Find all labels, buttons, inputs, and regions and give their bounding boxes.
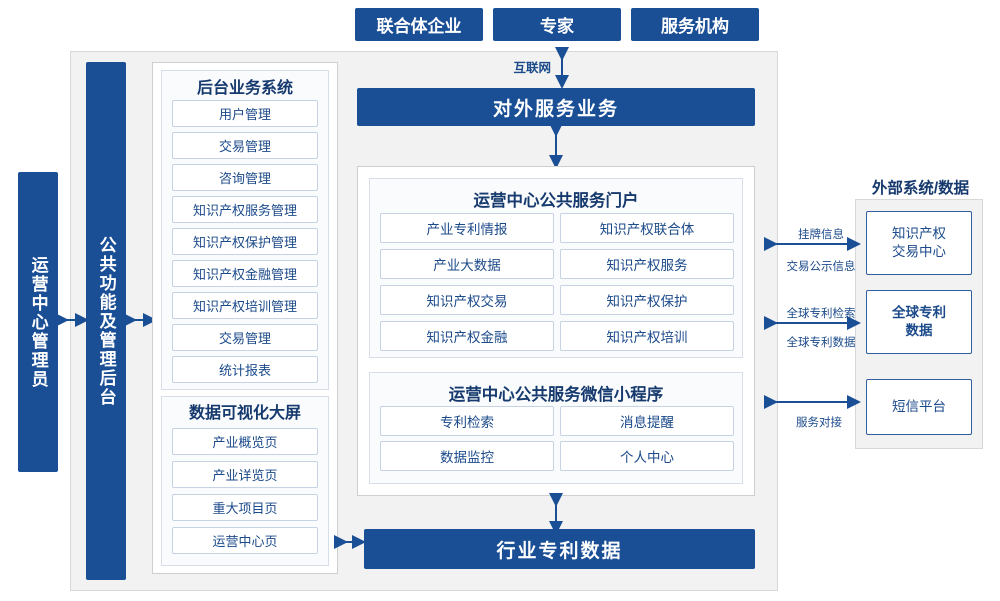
common-to-backoffice-arrow (123, 313, 157, 327)
miniprogram-item-3[interactable]: 个人中心 (560, 441, 734, 471)
miniprogram-item-2[interactable]: 数据监控 (380, 441, 554, 471)
dashboard-item-2[interactable]: 重大项目页 (172, 494, 318, 521)
internet-label: 互联网 (513, 61, 551, 75)
admin-to-common-arrow (55, 313, 89, 327)
top-entity-service-org[interactable]: 服务机构 (631, 8, 759, 41)
internet-arrow (555, 47, 569, 89)
external-box-global-patent[interactable]: 全球专利 数据 (866, 290, 972, 354)
portal-item-0[interactable]: 产业专利情报 (380, 213, 554, 243)
external-link-label-0: 挂牌信息 (798, 229, 844, 241)
miniprogram-item-1[interactable]: 消息提醒 (560, 406, 734, 436)
dashboard-item-0[interactable]: 产业概览页 (172, 428, 318, 455)
external-link-label-4: 服务对接 (796, 417, 842, 429)
external-arrow-global-patent (764, 316, 861, 330)
backoffice-title: 后台业务系统 (196, 80, 293, 97)
external-arrow-sms (764, 395, 861, 409)
external-link-label-3: 全球专利数据 (786, 337, 856, 349)
backoffice-item-4[interactable]: 知识产权保护管理 (172, 228, 318, 255)
dashboard-item-3[interactable]: 运营中心页 (172, 527, 318, 554)
external-arrow-ip-exchange (764, 237, 861, 251)
external-systems-title: 外部系统/数据 (871, 180, 970, 197)
top-entity-lianheti[interactable]: 联合体企业 (355, 8, 483, 41)
portal-item-5[interactable]: 知识产权保护 (560, 285, 734, 315)
backoffice-item-0[interactable]: 用户管理 (172, 100, 318, 127)
top-entity-expert[interactable]: 专家 (493, 8, 621, 41)
external-box-global-patent-label: 全球专利 数据 (892, 304, 946, 338)
portal-item-4[interactable]: 知识产权交易 (380, 285, 554, 315)
backoffice-item-7[interactable]: 交易管理 (172, 324, 318, 351)
dashboard-to-patentdata-arrow (334, 535, 366, 549)
external-link-label-2: 全球专利检索 (786, 308, 856, 320)
left-bar-admin-label: 运营中心管理员 (28, 255, 48, 389)
dashboard-title: 数据可视化大屏 (188, 405, 301, 422)
industry-patent-bar[interactable]: 行业专利数据 (364, 529, 755, 569)
service-to-portal-arrow (549, 123, 563, 169)
portal-title: 运营中心公共服务门户 (473, 192, 639, 210)
backoffice-item-6[interactable]: 知识产权培训管理 (172, 292, 318, 319)
portal-item-7[interactable]: 知识产权培训 (560, 321, 734, 351)
portal-item-3[interactable]: 知识产权服务 (560, 249, 734, 279)
backoffice-item-1[interactable]: 交易管理 (172, 132, 318, 159)
external-box-ip-exchange-label: 知识产权 交易中心 (892, 225, 946, 259)
miniprogram-title: 运营中心公共服务微信小程序 (448, 386, 664, 404)
external-service-bar[interactable]: 对外服务业务 (357, 88, 755, 126)
left-bar-common-functions-label: 公共功能及管理后台 (96, 235, 116, 407)
portal-item-1[interactable]: 知识产权联合体 (560, 213, 734, 243)
portal-to-patentdata-arrow (549, 493, 563, 535)
external-box-sms[interactable]: 短信平台 (866, 379, 972, 435)
backoffice-item-3[interactable]: 知识产权服务管理 (172, 196, 318, 223)
external-link-label-1: 交易公示信息 (786, 261, 856, 273)
portal-item-2[interactable]: 产业大数据 (380, 249, 554, 279)
backoffice-item-5[interactable]: 知识产权金融管理 (172, 260, 318, 287)
external-box-ip-exchange[interactable]: 知识产权 交易中心 (866, 211, 972, 275)
backoffice-item-8[interactable]: 统计报表 (172, 356, 318, 383)
left-bar-common-functions[interactable]: 公共功能及管理后台 (86, 62, 126, 580)
portal-item-6[interactable]: 知识产权金融 (380, 321, 554, 351)
miniprogram-item-0[interactable]: 专利检索 (380, 406, 554, 436)
left-bar-admin[interactable]: 运营中心管理员 (18, 172, 58, 472)
backoffice-item-2[interactable]: 咨询管理 (172, 164, 318, 191)
dashboard-item-1[interactable]: 产业详览页 (172, 461, 318, 488)
external-box-sms-label: 短信平台 (892, 398, 946, 414)
